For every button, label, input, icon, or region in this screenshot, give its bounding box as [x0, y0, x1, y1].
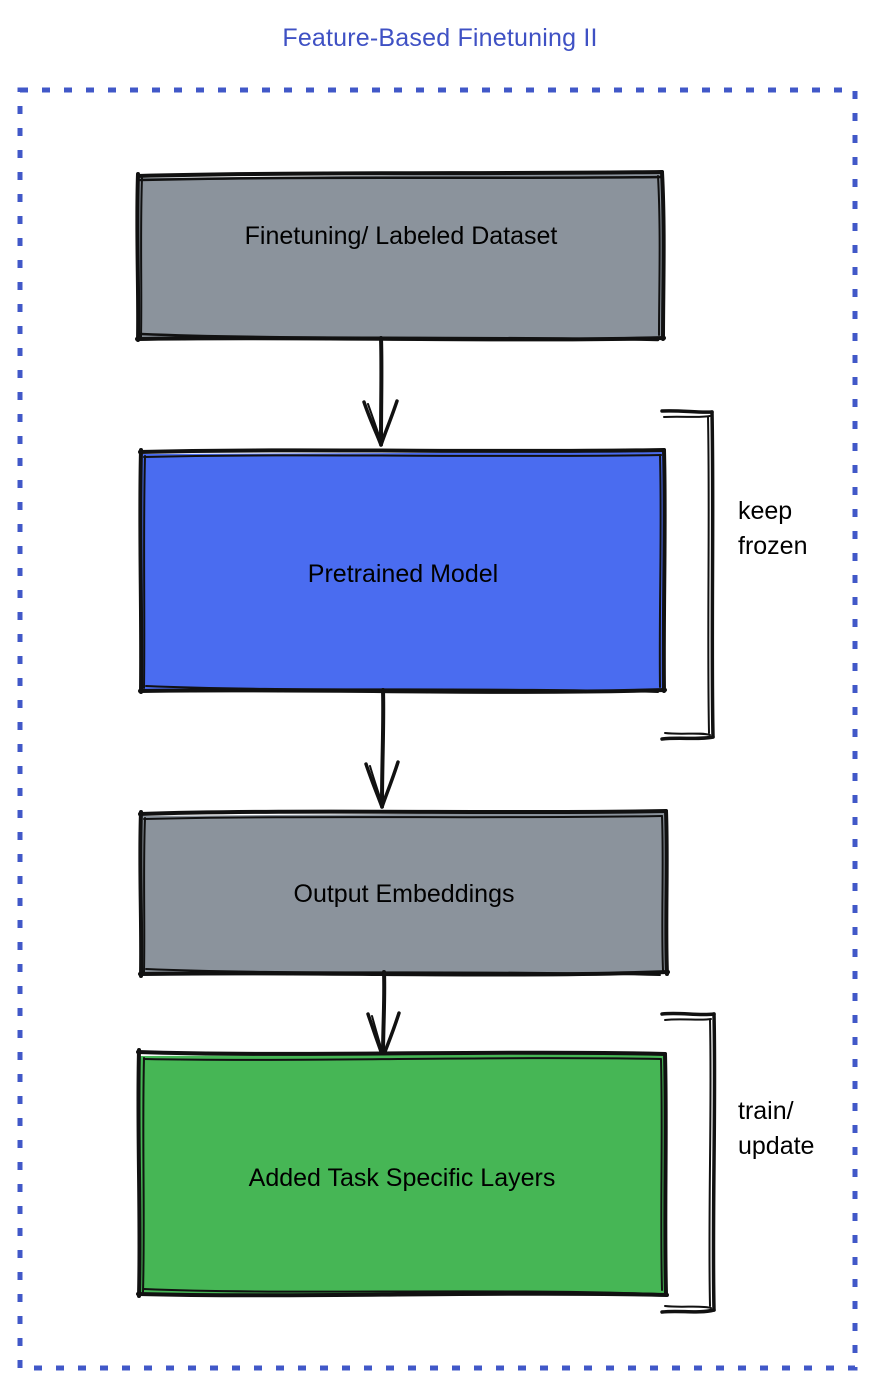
embeddings-stroke-right-a — [664, 809, 669, 976]
model-stroke-bottom-b — [145, 685, 659, 693]
arrow2-head-left-b — [369, 765, 384, 808]
bracket1-top-arm-b — [663, 415, 711, 418]
layers-stroke-left-b — [142, 1057, 145, 1293]
dataset-stroke-top-b — [138, 175, 663, 182]
model-stroke-top-a — [138, 448, 666, 454]
annotation-train-update: train/ update — [738, 1094, 814, 1164]
arrow-dataset-to-model — [362, 336, 399, 447]
bracket-train-update — [660, 1011, 717, 1314]
model-shape — [138, 448, 667, 694]
arrow3-shaft — [381, 970, 387, 1058]
embeddings-shape — [138, 809, 670, 978]
embeddings-stroke-left-a — [138, 810, 144, 978]
layers-stroke-right-a — [663, 1052, 668, 1296]
embeddings-stroke-top-a — [138, 809, 668, 816]
arrow1-head-left-b — [367, 403, 383, 446]
arrow2-head-left — [364, 762, 384, 809]
model-stroke-left-b — [143, 455, 146, 689]
bracket-keep-frozen — [660, 409, 715, 741]
annotation-keep-frozen: keep frozen — [738, 494, 807, 564]
embeddings-stroke-bottom-b — [145, 968, 661, 976]
bracket2-spine — [711, 1012, 717, 1312]
frame-rect — [17, 87, 858, 1371]
model-stroke-right-b — [658, 454, 662, 688]
dataset-stroke-right-a — [660, 170, 666, 341]
dataset-stroke-right-b — [657, 175, 661, 336]
layers-stroke-bottom-a — [136, 1291, 669, 1298]
bracket1-bottom-arm — [660, 735, 715, 741]
bracket2-bottom-arm — [660, 1308, 716, 1314]
model-fill — [141, 452, 664, 692]
keep-frozen-line-2: frozen — [738, 532, 808, 560]
layers-shape — [136, 1048, 669, 1298]
layers-stroke-bottom-b — [143, 1288, 659, 1295]
bracket1-spine-b — [707, 416, 710, 734]
outer-dashed-frame — [17, 87, 858, 1371]
bracket2-bottom-arm-b — [664, 1305, 712, 1309]
bracket2-top-arm — [660, 1011, 716, 1017]
embeddings-stroke-top-b — [143, 815, 663, 820]
bracket2-spine-b — [708, 1019, 712, 1307]
model-stroke-left-a — [138, 448, 144, 694]
arrow2-shaft — [380, 688, 386, 807]
embeddings-stroke-right-b — [661, 815, 664, 971]
node-pretrained-model[interactable]: Pretrained Model — [130, 440, 676, 704]
arrow1-head-right — [379, 399, 399, 447]
bracket1-bottom-arm-b — [664, 732, 711, 736]
dataset-stroke-bottom-b — [139, 332, 660, 342]
layers-stroke-right-b — [660, 1059, 663, 1291]
layers-stroke-top-a — [136, 1050, 667, 1056]
bracket1-top-arm — [660, 409, 714, 414]
keep-frozen-line-1: keep — [738, 497, 793, 525]
layers-stroke-top-b — [143, 1057, 662, 1061]
layers-stroke-left-a — [136, 1048, 142, 1298]
bracket1-spine — [710, 410, 715, 739]
bracket2-top-arm-b — [664, 1018, 712, 1021]
arrow1-head-left — [362, 400, 383, 447]
dataset-shape — [135, 170, 666, 342]
dataset-stroke-top-a — [136, 170, 664, 178]
train-update-line-2: update — [738, 1132, 815, 1160]
page-title: Feature-Based Finetuning II — [282, 24, 598, 52]
model-stroke-right-a — [661, 448, 667, 693]
layers-fill — [139, 1054, 666, 1296]
dataset-stroke-left-a — [135, 172, 141, 342]
node-output-embeddings[interactable]: Output Embeddings — [130, 800, 678, 986]
train-update-line-1: train/ — [738, 1097, 794, 1125]
embeddings-fill — [141, 812, 667, 976]
node-dataset[interactable]: Finetuning/ Labeled Dataset — [128, 162, 674, 352]
model-stroke-top-b — [143, 454, 662, 458]
dataset-fill — [138, 173, 663, 340]
arrow-model-to-embeddings — [364, 688, 400, 809]
node-task-layers[interactable]: Added Task Specific Layers — [128, 1042, 676, 1306]
dataset-stroke-left-b — [140, 177, 143, 338]
embeddings-stroke-left-b — [143, 817, 146, 973]
